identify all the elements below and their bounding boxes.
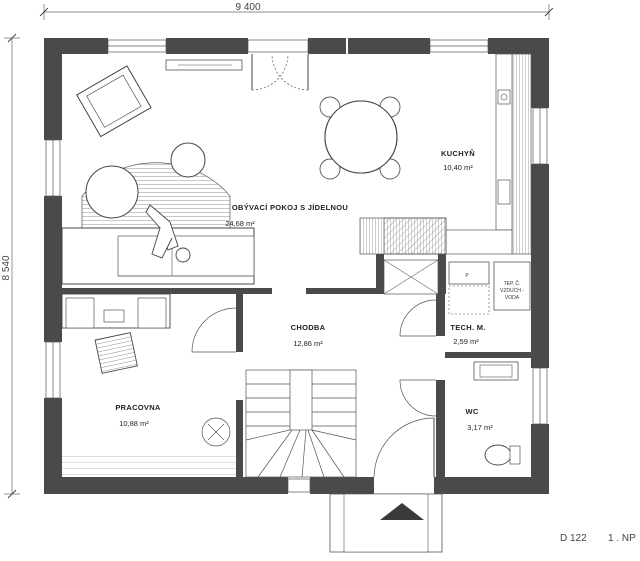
- dining-table: [319, 96, 401, 180]
- study-area: 10,88 m²: [119, 419, 149, 428]
- living-room-name: OBÝVACÍ POKOJ S JÍDELNOU: [232, 203, 348, 212]
- study-name: PRACOVNA: [115, 403, 161, 412]
- dimension-height-label: 8 540: [1, 255, 12, 280]
- footer: D 122 1 . NP: [560, 533, 636, 544]
- tech-room-area: 2,59 m²: [453, 337, 479, 346]
- staircase: [245, 369, 357, 478]
- kitchen-counter: [359, 53, 532, 255]
- study-furniture: [61, 293, 236, 477]
- tech-room-name: TECH. M.: [450, 323, 485, 332]
- dimension-top: 9 400: [39, 2, 554, 20]
- entrance-porch: [329, 493, 443, 553]
- windows: [45, 39, 548, 493]
- dimension-width-label: 9 400: [235, 2, 260, 13]
- fixture-labels: P TEP. Č. VZDUCH - VODA: [465, 273, 524, 301]
- hall-area: 12,86 m²: [293, 339, 323, 348]
- floor-label: 1 . NP: [608, 533, 636, 544]
- living-room-area: 24,68 m²: [225, 219, 255, 228]
- kitchen-area: 10,40 m²: [443, 163, 473, 172]
- room-labels: OBÝVACÍ POKOJ S JÍDELNOU 24,68 m² KUCHYŇ…: [115, 149, 493, 432]
- exterior-walls: [44, 38, 549, 494]
- door-swings: [191, 299, 437, 478]
- wc-fixtures: [473, 361, 521, 466]
- stair-niche: [383, 259, 439, 295]
- hall-name: CHODBA: [291, 323, 326, 332]
- interior-walls: [62, 254, 531, 477]
- living-room-furniture: [61, 59, 255, 285]
- drawing-code: D 122: [560, 533, 587, 544]
- dimension-left: 8 540: [1, 33, 20, 499]
- heat-pump-label-3: VODA: [505, 295, 520, 301]
- tech-room-equipment: [448, 261, 531, 315]
- terrace-door: [251, 53, 309, 91]
- heat-pump-label-1: TEP. Č.: [504, 280, 521, 287]
- heat-pump-label-2: VZDUCH -: [500, 288, 524, 294]
- wc-area: 3,17 m²: [467, 423, 493, 432]
- kitchen-name: KUCHYŇ: [441, 149, 475, 158]
- boiler-label: P: [465, 273, 469, 279]
- wc-name: WC: [465, 407, 478, 416]
